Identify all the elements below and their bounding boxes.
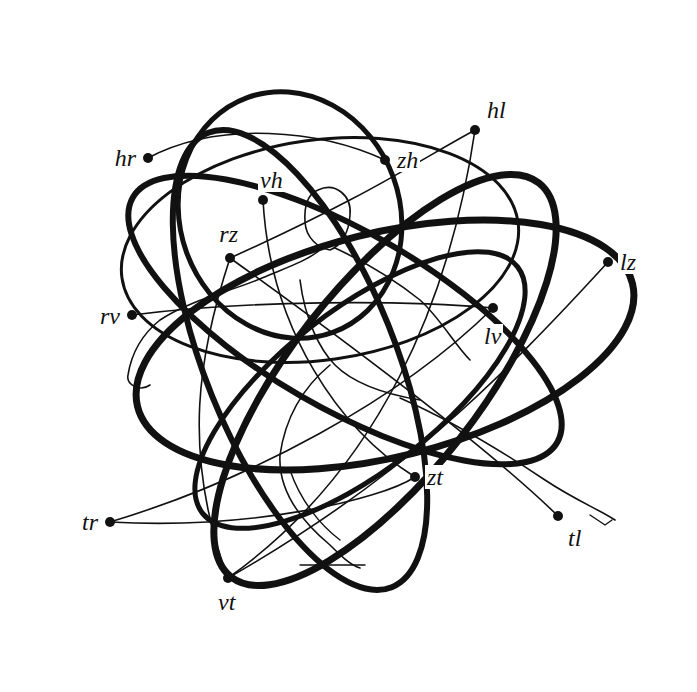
vertex-label: lz (618, 250, 638, 274)
vertex-label: tr (80, 510, 100, 534)
orbit-ellipses (89, 60, 660, 636)
vertex-label: lv (482, 324, 503, 348)
vertex-label: rv (98, 304, 122, 328)
vertex-label: vh (258, 168, 285, 192)
vertex-label: vt (216, 590, 237, 614)
vertex-label: hl (485, 98, 508, 122)
vertex-label: hr (113, 146, 138, 170)
edge-lines (110, 130, 608, 578)
vertex-label: tl (566, 526, 583, 550)
vertex-label: rz (217, 222, 240, 246)
vertex-dots (105, 125, 613, 583)
vertex-label: zh (395, 148, 420, 172)
vertex-label: zt (425, 465, 445, 489)
